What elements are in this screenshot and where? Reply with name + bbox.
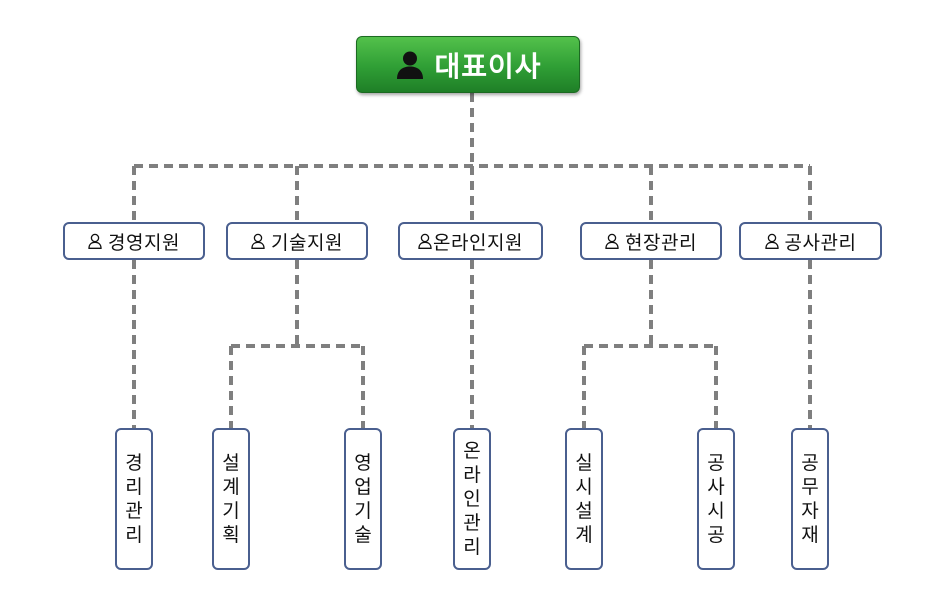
- dept-node-tech-support: 기술지원: [226, 222, 368, 260]
- dept-label: 온라인지원: [433, 231, 523, 254]
- dept-node-site-management: 현장관리: [580, 222, 722, 260]
- dept-label: 기술지원: [271, 231, 343, 254]
- person-outline-icon: [88, 233, 102, 249]
- dept-node-online-support: 온라인지원: [398, 222, 543, 260]
- dept-node-management-support: 경영지원: [63, 222, 205, 260]
- person-outline-icon: [605, 233, 619, 249]
- team-node-accounting: 경리관리: [115, 428, 153, 570]
- team-node-construction-execution: 공사시공: [697, 428, 735, 570]
- team-node-detailed-design: 실시설계: [565, 428, 603, 570]
- team-label: 영업기술: [354, 452, 372, 546]
- ceo-label: 대표이사: [434, 49, 542, 83]
- team-node-sales-tech: 영업기술: [344, 428, 382, 570]
- team-node-online-management: 온라인관리: [453, 428, 491, 570]
- team-node-public-materials: 공무자재: [791, 428, 829, 570]
- team-label: 공사시공: [707, 452, 725, 546]
- team-label: 공무자재: [801, 452, 819, 546]
- dept-node-construction-management: 공사관리: [739, 222, 882, 260]
- ceo-node: 대표이사: [356, 36, 580, 93]
- team-label: 실시설계: [575, 452, 593, 546]
- person-outline-icon: [764, 233, 779, 249]
- team-node-design-planning: 설계기획: [212, 428, 250, 570]
- dept-label: 경영지원: [108, 231, 180, 254]
- team-label: 온라인관리: [463, 440, 481, 558]
- team-label: 설계기획: [222, 452, 240, 546]
- person-outline-icon: [251, 233, 265, 249]
- team-label: 경리관리: [125, 452, 143, 546]
- dept-label: 공사관리: [784, 231, 857, 254]
- person-icon: [394, 50, 426, 80]
- dept-label: 현장관리: [625, 231, 697, 254]
- person-outline-icon: [418, 233, 432, 249]
